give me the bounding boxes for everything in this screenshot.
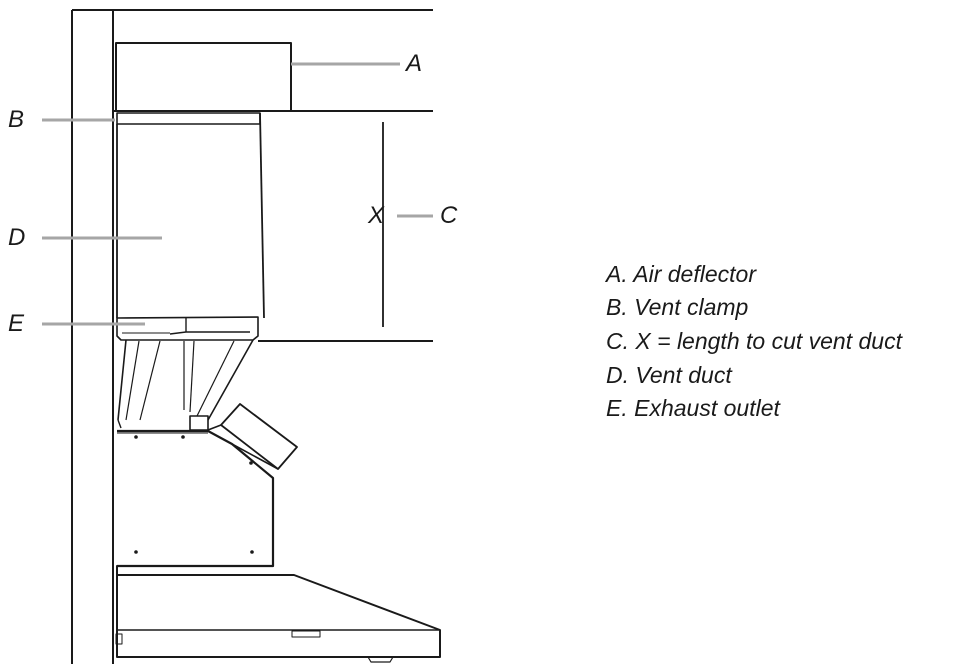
air-deflector (115, 42, 292, 112)
cabinet-outline (113, 110, 433, 342)
blower-funnel (117, 339, 254, 431)
legend-item-c: C. X = length to cut vent duct (606, 328, 904, 354)
leader-lines (42, 62, 433, 326)
chimney-body (117, 429, 275, 568)
vent-duct (116, 112, 265, 319)
vent-clamp (116, 112, 261, 125)
callout-e: E (8, 310, 25, 337)
callout-c: C (440, 202, 458, 229)
callout-b: B (8, 106, 24, 133)
side-duct (207, 403, 298, 470)
legend: A. Air deflector B. Vent clamp C. X = le… (604, 261, 904, 421)
legend-item-a: A. Air deflector (604, 261, 757, 287)
legend-item-e: E. Exhaust outlet (606, 395, 781, 421)
legend-item-d: D. Vent duct (606, 362, 733, 388)
exhaust-outlet (116, 316, 259, 341)
legend-item-b: B. Vent clamp (606, 294, 749, 320)
callout-a: A (404, 50, 422, 77)
callout-d: D (8, 224, 25, 251)
hood-canopy (115, 565, 441, 663)
callout-x: X (367, 202, 385, 229)
